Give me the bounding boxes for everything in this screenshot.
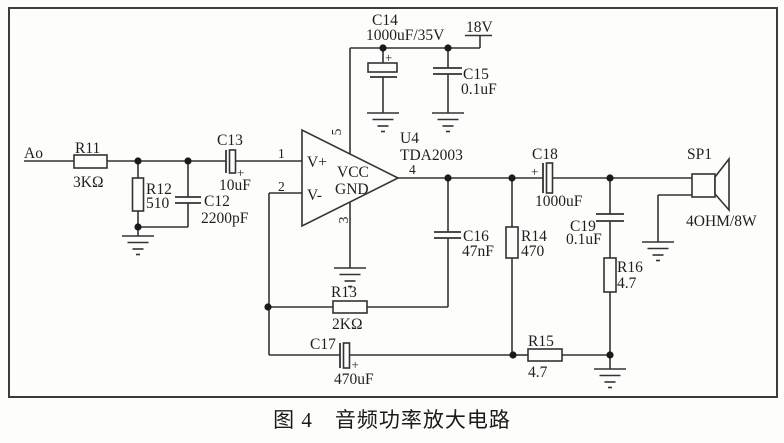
ground-symbol [431, 112, 465, 133]
label-c19-ref: C19 [570, 218, 596, 235]
junction-dots [134, 44, 614, 359]
capacitor-c18: + C18 1000uF [531, 146, 583, 210]
label-r13-ref: R13 [331, 284, 357, 301]
ground-symbol [641, 241, 675, 262]
label-c15-value: 0.1uF [461, 81, 497, 98]
label-r12-value: 510 [146, 195, 170, 212]
opamp-triangle [301, 128, 400, 228]
label-r16-value: 4.7 [617, 275, 637, 292]
resistor-r14: R14 470 [505, 226, 547, 260]
plus-mark-c14: + [385, 50, 392, 65]
opamp-port-vminus: V- [307, 187, 322, 204]
label-input: Ao [24, 145, 43, 162]
opamp-port-gnd: GND [335, 181, 369, 198]
label-r14-value: 470 [521, 243, 545, 260]
ground-symbol [121, 235, 155, 256]
opamp-port-vplus: V+ [307, 154, 327, 171]
label-c15-ref: C15 [463, 66, 489, 83]
opamp-u4: V+ V- VCC GND 1 2 4 5 3 U4 TDA2003 [278, 128, 463, 228]
figure-caption: 图 4 音频功率放大电路 [273, 408, 511, 432]
schematic-border [8, 7, 778, 398]
speaker-body [691, 173, 716, 198]
pin-number-1: 1 [278, 146, 285, 161]
capacitor-c16: C16 47nF [434, 228, 494, 260]
capacitor-c15: C15 0.1uF [433, 66, 497, 98]
label-r11-value: 3KΩ [73, 174, 103, 191]
plus-mark-c13: + [237, 165, 244, 180]
resistor-r16: R16 4.7 [603, 257, 643, 293]
opamp-port-vcc: VCC [337, 164, 369, 181]
label-sp1-value: 4OHM/8W [686, 213, 757, 230]
label-u4-ref: U4 [400, 130, 419, 147]
resistor-r13: R13 2KΩ [331, 284, 368, 333]
label-c16-ref: C16 [463, 228, 489, 245]
net-label-18v: 18V [466, 19, 494, 36]
audio-amplifier-schematic: V+ V- VCC GND 1 2 4 5 3 U4 TDA2003 Ao 18… [8, 7, 778, 398]
label-sp1-ref: SP1 [687, 146, 712, 163]
label-c13-value: 10uF [219, 177, 251, 194]
label-r13-value: 2KΩ [332, 316, 362, 333]
label-r15-value: 4.7 [528, 364, 548, 381]
label-c12-value: 2200pF [201, 210, 249, 227]
pin-number-4: 4 [409, 162, 416, 177]
pin-number-3: 3 [336, 216, 351, 223]
label-r11-ref: R11 [75, 140, 100, 157]
label-r12-ref: R12 [146, 181, 172, 198]
speaker-sp1: SP1 4OHM/8W [686, 146, 757, 230]
label-c17-ref: C17 [310, 336, 336, 353]
net-label-ao: Ao [24, 145, 43, 162]
ground-symbol [366, 112, 400, 133]
label-c16-value: 47nF [462, 243, 494, 260]
label-c18-ref: C18 [532, 146, 558, 163]
capacitor-c13: + C13 10uF [217, 132, 251, 194]
resistor-r15: R15 4.7 [527, 333, 563, 381]
resistor-r11: R11 3KΩ [73, 140, 108, 191]
label-c14-ref: C14 [372, 12, 398, 29]
label-c14-value: 1000uF/35V [366, 27, 445, 44]
resistor-r12: R12 510 [131, 177, 172, 212]
speaker-cone [714, 156, 730, 213]
label-c13-ref: C13 [217, 132, 243, 149]
wires [24, 34, 692, 369]
label-r16-ref: R16 [617, 259, 643, 276]
label-u4-part: TDA2003 [400, 147, 463, 164]
label-supply: 18V [466, 19, 494, 36]
capacitor-c17: + C17 470uF [310, 336, 374, 388]
label-c18-value: 1000uF [535, 193, 583, 210]
pin-number-2: 2 [278, 179, 285, 194]
label-r14-ref: R14 [521, 228, 547, 245]
plus-mark-c18: + [531, 164, 538, 179]
pin-number-5: 5 [329, 128, 344, 135]
ground-symbol [593, 368, 627, 389]
capacitor-c19: C19 0.1uF [566, 213, 624, 248]
capacitor-c14: + C14 1000uF/35V [366, 12, 445, 78]
capacitor-c12: C12 2200pF [175, 193, 249, 227]
label-c19-value: 0.1uF [566, 231, 602, 248]
label-r15-ref: R15 [528, 333, 554, 350]
label-c12-ref: C12 [204, 193, 230, 210]
label-c17-value: 470uF [334, 371, 374, 388]
plus-mark-c17: + [352, 357, 359, 372]
